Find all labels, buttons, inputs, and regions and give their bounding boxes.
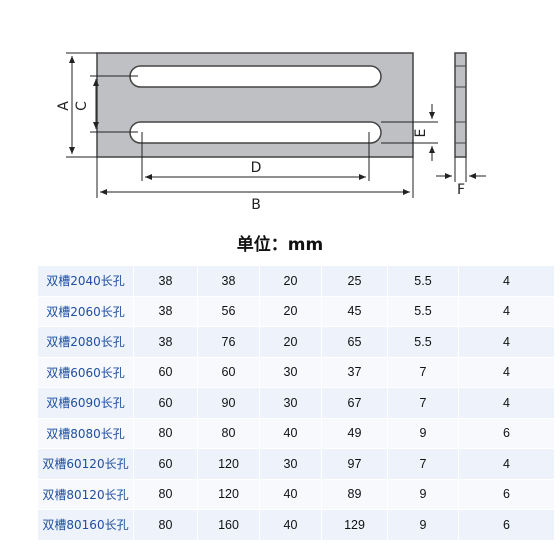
value-cell: 20 [259,326,322,358]
value-cell: 60 [197,356,260,388]
value-cell: 40 [259,509,322,541]
value-cell: 60 [133,387,198,419]
value-cell: 38 [133,326,198,358]
plate-side-view [454,52,467,158]
value-cell: 65 [321,326,388,358]
value-cell: 120 [197,478,260,510]
model-name-cell: 双槽2060长孔 [37,295,134,327]
value-cell: 60 [133,448,198,480]
value-cell: 5.5 [387,295,459,327]
value-cell: 6 [458,417,555,449]
dimension-a [66,52,97,158]
value-cell: 129 [321,509,388,541]
label-b: B [251,197,261,213]
value-cell: 49 [321,417,388,449]
value-cell: 9 [387,478,459,510]
value-cell: 4 [458,326,555,358]
value-cell: 76 [197,326,260,358]
value-cell: 80 [133,417,198,449]
label-d: D [251,160,262,176]
model-name-cell: 双槽6060长孔 [37,356,134,388]
value-cell: 60 [133,356,198,388]
model-name-cell: 双槽8080长孔 [37,417,134,449]
value-cell: 7 [387,387,459,419]
value-cell: 40 [259,478,322,510]
value-cell: 80 [133,509,198,541]
value-cell: 20 [259,265,322,297]
dimension-b [96,157,414,198]
dimension-e [381,104,438,161]
value-cell: 5.5 [387,265,459,297]
model-name-cell: 双槽6090长孔 [37,387,134,419]
value-cell: 38 [197,265,260,297]
model-name-cell: 双槽2040长孔 [37,265,134,297]
label-e: E [413,129,429,138]
value-cell: 4 [458,295,555,327]
value-cell: 30 [259,387,322,419]
value-cell: 9 [387,417,459,449]
model-name-cell: 双槽80160长孔 [37,509,134,541]
value-cell: 37 [321,356,388,388]
dimension-d [141,132,370,181]
value-cell: 30 [259,448,322,480]
value-cell: 9 [387,509,459,541]
label-a: A [56,101,72,111]
value-cell: 20 [259,295,322,327]
value-cell: 5.5 [387,326,459,358]
value-cell: 45 [321,295,388,327]
lower-slot [129,121,382,144]
label-c: C [74,101,90,111]
value-cell: 56 [197,295,260,327]
value-cell: 6 [458,509,555,541]
upper-slot [129,65,382,88]
value-cell: 7 [387,448,459,480]
value-cell: 38 [133,265,198,297]
value-cell: 38 [133,295,198,327]
model-name-cell: 双槽80120长孔 [37,478,134,510]
value-cell: 4 [458,448,555,480]
value-cell: 4 [458,387,555,419]
value-cell: 4 [458,356,555,388]
value-cell: 80 [133,478,198,510]
value-cell: 40 [259,417,322,449]
value-cell: 7 [387,356,459,388]
label-f: F [457,182,465,198]
value-cell: 25 [321,265,388,297]
value-cell: 80 [197,417,260,449]
dimension-f [436,157,486,182]
value-cell: 90 [197,387,260,419]
dimension-c [90,75,138,133]
value-cell: 120 [197,448,260,480]
value-cell: 89 [321,478,388,510]
model-name-cell: 双槽2080长孔 [37,326,134,358]
value-cell: 6 [458,478,555,510]
model-name-cell: 双槽60120长孔 [37,448,134,480]
value-cell: 30 [259,356,322,388]
value-cell: 4 [458,265,555,297]
value-cell: 67 [321,387,388,419]
technical-drawing: A C D B E F [56,52,486,213]
unit-title: 单位：mm [236,235,324,255]
value-cell: 97 [321,448,388,480]
value-cell: 160 [197,509,260,541]
